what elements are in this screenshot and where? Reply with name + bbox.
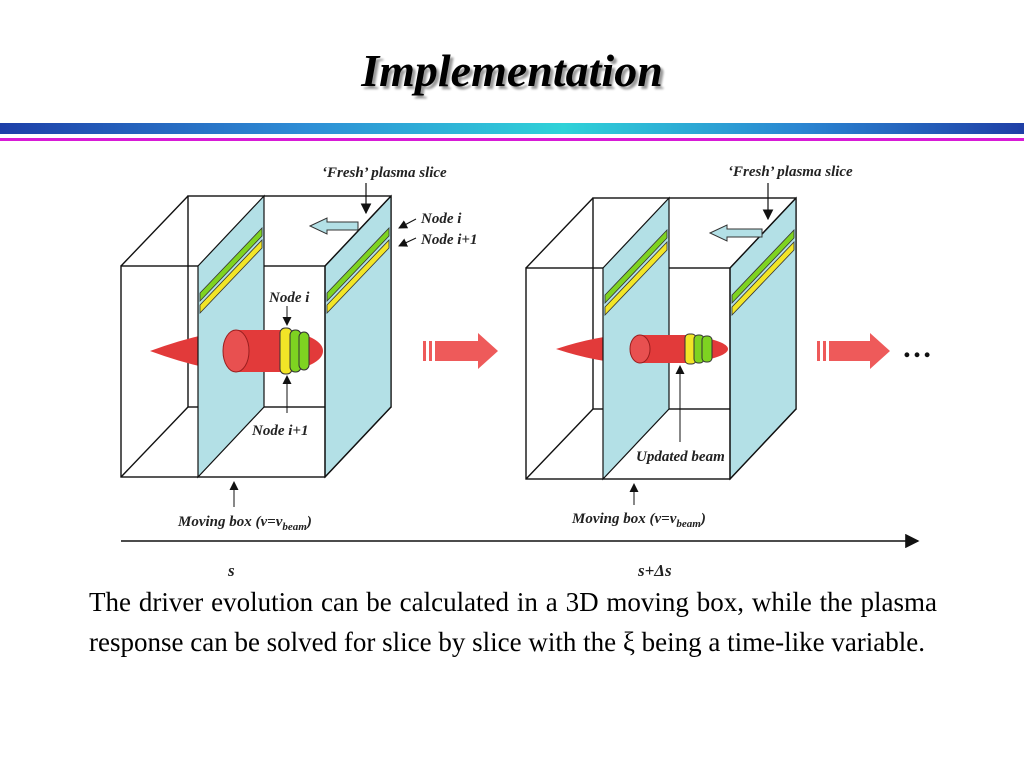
left-node-i1-label: Node i+1: [420, 232, 477, 248]
header-gradient-band: [0, 123, 1024, 134]
left-middle-green-strip: [199, 227, 263, 302]
left-node-green-disk-2: [298, 331, 310, 371]
continuation-arrow: [817, 333, 890, 369]
left-fresh-slice-yellow-strip: [326, 239, 390, 314]
right-middle-green-strip: [604, 229, 668, 304]
transition-arrow: [423, 333, 498, 369]
right-fresh-slice-label: ‘Fresh’ plasma slice: [728, 164, 853, 180]
left-node-i-inner-label: Node i: [268, 290, 310, 306]
right-moving-box-label: Moving box (v=vbeam): [571, 511, 706, 530]
left-fresh-slice-green-strip: [326, 227, 390, 302]
axis-end-label: s+Δs: [637, 561, 672, 580]
right-fresh-slice-green-strip: [731, 229, 795, 304]
right-beam-body: [640, 335, 728, 363]
right-node-green-disk-2: [701, 335, 713, 363]
left-direction-arrow: [308, 217, 359, 235]
axis-start-label: s: [227, 561, 235, 580]
left-fresh-slice-label: ‘Fresh’ plasma slice: [322, 165, 447, 181]
left-node-i1-inner-label: Node i+1: [251, 423, 308, 439]
header-magenta-line: [0, 138, 1024, 141]
right-fresh-slice-yellow-strip: [731, 241, 795, 316]
slide-title: Implementation: [361, 45, 663, 96]
left-moving-box-label: Moving box (v=vbeam): [177, 514, 312, 533]
slide-body-text: The driver evolution can be calculated i…: [89, 587, 937, 657]
right-moving-box: [525, 183, 797, 505]
left-middle-yellow-strip: [199, 239, 263, 314]
ellipsis: …: [902, 331, 932, 364]
right-direction-arrow: [708, 224, 763, 242]
left-moving-box: [120, 183, 417, 507]
right-updated-beam-label: Updated beam: [636, 449, 725, 465]
right-middle-yellow-strip: [604, 241, 668, 316]
left-node-i-label: Node i: [420, 211, 462, 227]
